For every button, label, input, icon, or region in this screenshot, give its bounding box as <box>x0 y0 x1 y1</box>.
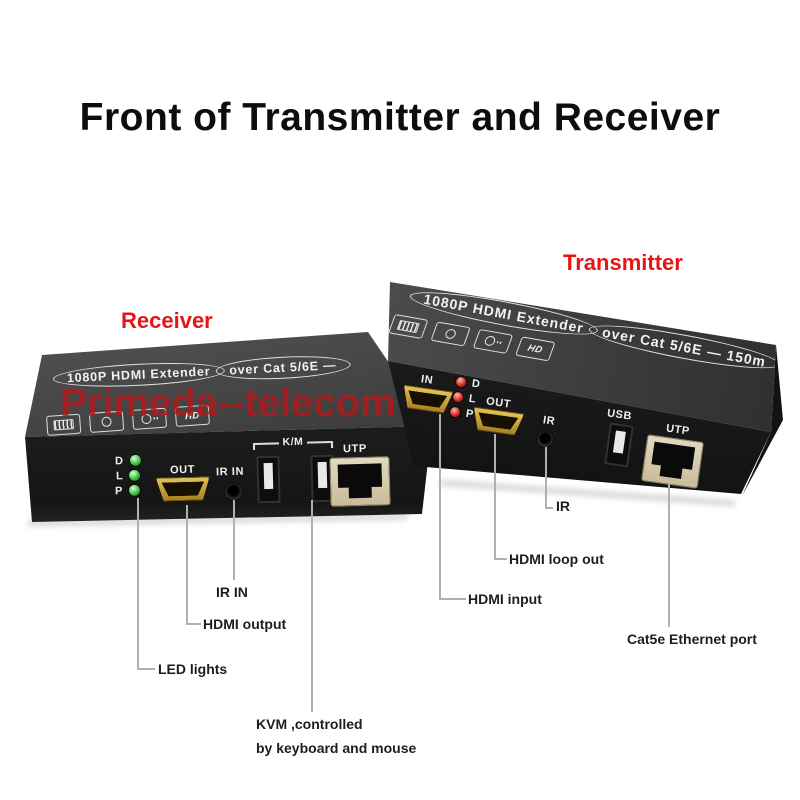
rx-ir-in-label: IR IN <box>215 465 245 479</box>
callout-hdmi-input: HDMI input <box>468 591 542 607</box>
hdmi-connector-icon <box>388 314 429 339</box>
callout-kvm-line2: by keyboard and mouse <box>256 740 417 756</box>
rx-hdmi-out-port <box>156 476 211 501</box>
panel-text-right: over Cat 5/6E — <box>214 353 351 383</box>
led-indicator <box>128 453 142 467</box>
rx-hdmi-out-label: OUT <box>169 463 196 477</box>
tx-utp-port <box>641 434 704 489</box>
callout-line-cat5e <box>668 484 670 627</box>
callout-led-lights: LED lights <box>158 661 228 677</box>
tx-ir-label: IR <box>542 414 556 428</box>
callout-kvm-line1: KVM ,controlled <box>256 716 363 732</box>
rx-led-p: P <box>115 483 142 498</box>
callout-line-ir-in <box>233 500 235 580</box>
callout-ir-in: IR IN <box>216 584 248 600</box>
transmitter-label: Transmitter <box>563 250 683 275</box>
callout-hdmi-loop-out: HDMI loop out <box>509 551 604 567</box>
callout-elbow-hdmi-loop-out <box>494 558 507 560</box>
rx-utp-port <box>329 456 391 507</box>
callout-elbow-hdmi-output <box>186 623 201 625</box>
monitor-loop-icon <box>472 328 514 354</box>
page-title: Front of Transmitter and Receiver <box>79 96 721 139</box>
callout-line-hdmi-output <box>186 505 188 625</box>
callout-ir: IR <box>556 498 570 514</box>
callout-elbow-led <box>137 668 155 670</box>
callout-line-kvm <box>311 500 313 712</box>
rx-led-d: D <box>115 453 142 468</box>
callout-elbow-hdmi-input <box>439 598 466 600</box>
tx-hdmi-in-label: IN <box>420 373 434 387</box>
callout-hdmi-output: HDMI output <box>203 616 287 632</box>
panel-text-right: over Cat 5/6E — 150m <box>586 317 776 377</box>
watermark-text: Primeda--telecom <box>60 381 396 425</box>
rx-usb-port-1 <box>256 455 281 504</box>
led-indicator <box>448 405 462 419</box>
callout-line-hdmi-loop-out <box>494 434 496 560</box>
hd-icon: HD <box>515 336 556 362</box>
led-indicator <box>127 483 142 497</box>
callout-line-ir <box>545 447 547 509</box>
callout-line-hdmi-input <box>439 414 441 600</box>
callout-elbow-ir <box>545 507 553 509</box>
callout-line-led <box>137 498 139 670</box>
rx-utp-label: UTP <box>342 442 367 456</box>
callout-cat5e: Cat5e Ethernet port <box>627 631 757 647</box>
monitor-power-icon <box>430 321 471 347</box>
led-indicator <box>128 468 142 483</box>
led-indicator <box>454 375 468 389</box>
rx-led-l: L <box>116 468 142 483</box>
led-indicator <box>451 390 465 404</box>
rx-km-label: K/M <box>282 435 304 449</box>
receiver-label: Receiver <box>121 308 213 333</box>
